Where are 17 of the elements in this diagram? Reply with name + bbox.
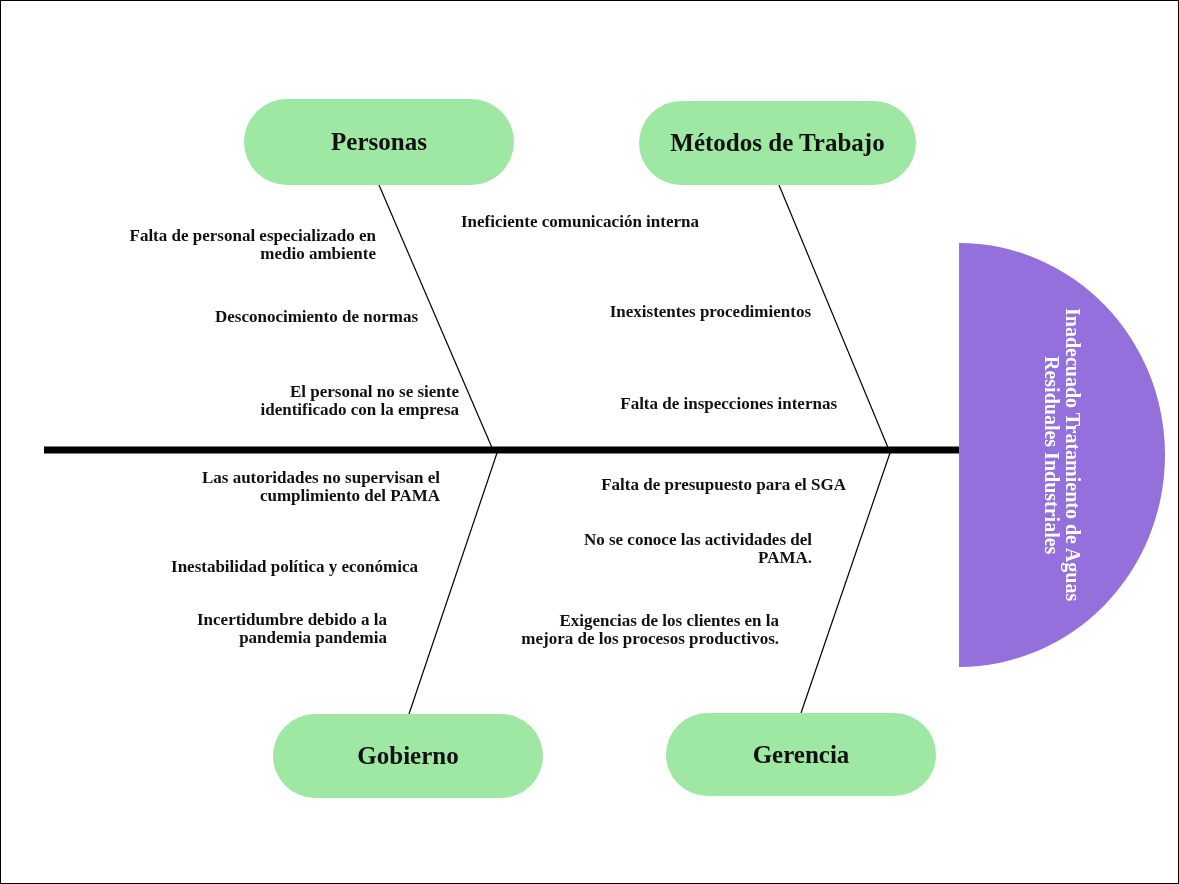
category-label: Personas xyxy=(331,128,427,156)
cause-text: Exigencias de los clientes en la mejora de los procesos productivos. xyxy=(520,612,779,648)
cause-text: Inestabilidad política y económica xyxy=(171,558,418,576)
cause-text: Falta de personal especializado en medio ambiente xyxy=(128,227,376,263)
category-label: Gobierno xyxy=(357,742,459,770)
cause-text: Falta de inspecciones internas xyxy=(620,395,837,413)
effect-label: Inadecuado Tratamiento de Aguas Residuales Industriales xyxy=(1041,307,1083,604)
cause-text: Ineficiente comunicación interna xyxy=(461,213,699,231)
cause-text: Inexistentes procedimientos xyxy=(609,303,811,321)
cause-text: Incertidumbre debido a la pandemia pandemia xyxy=(196,611,387,647)
cause-text: El personal no se siente identificado con la empresa xyxy=(259,383,459,419)
cause-text: Falta de presupuesto para el SGA xyxy=(601,476,846,494)
cause-text: No se conoce las actividades del PAMA. xyxy=(582,531,812,567)
category-label: Gerencia xyxy=(752,740,850,769)
cause-text: Las autoridades no supervisan el cumplimiento del PAMA xyxy=(200,469,440,505)
cause-text: Desconocimiento de normas xyxy=(214,308,418,326)
category-label: Métodos de Trabajo xyxy=(670,129,885,157)
